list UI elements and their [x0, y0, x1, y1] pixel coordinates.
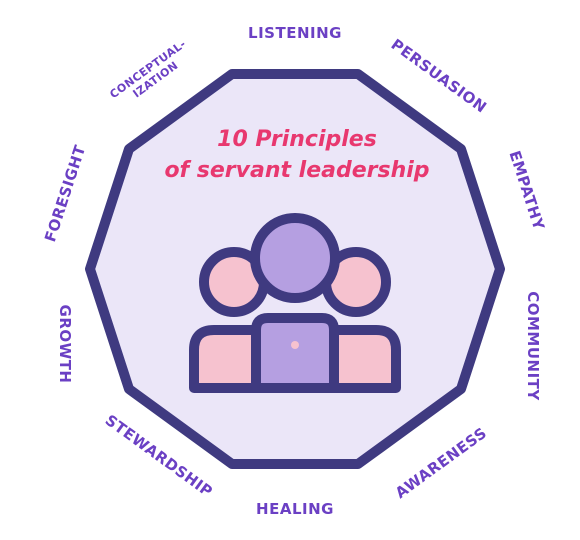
people-group-icon — [189, 213, 401, 393]
principle-community: COMMUNITY — [524, 291, 542, 401]
principle-growth: GROWTH — [56, 305, 74, 384]
principle-healing: HEALING — [256, 500, 334, 518]
title-line-2: of servant leadership — [164, 158, 429, 183]
principle-foresight: FORESIGHT — [41, 142, 89, 244]
title-line-1: 10 Principles — [217, 127, 377, 152]
principle-empathy: EMPATHY — [505, 148, 548, 233]
principle-listening: LISTENING — [248, 24, 342, 42]
principle-awareness: AWARENESS — [392, 424, 490, 502]
